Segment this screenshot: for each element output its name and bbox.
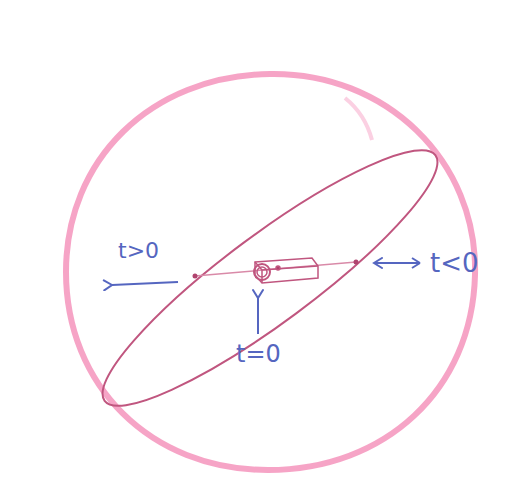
direction-arrow [374, 262, 420, 264]
axis-line [195, 262, 356, 276]
orbit-ellipse [78, 120, 461, 436]
arrow-head [412, 258, 420, 268]
sphere-highlight [345, 98, 372, 140]
direction-arrow [257, 298, 259, 334]
time-label: t<0 [430, 250, 479, 276]
sphere-outline [66, 74, 475, 470]
time-label: t=0 [236, 342, 281, 366]
time-label: t>0 [118, 240, 159, 262]
direction-arrow [112, 282, 178, 285]
axis-dot [193, 274, 198, 279]
axis-dot [354, 260, 359, 265]
camera-box [254, 258, 318, 283]
